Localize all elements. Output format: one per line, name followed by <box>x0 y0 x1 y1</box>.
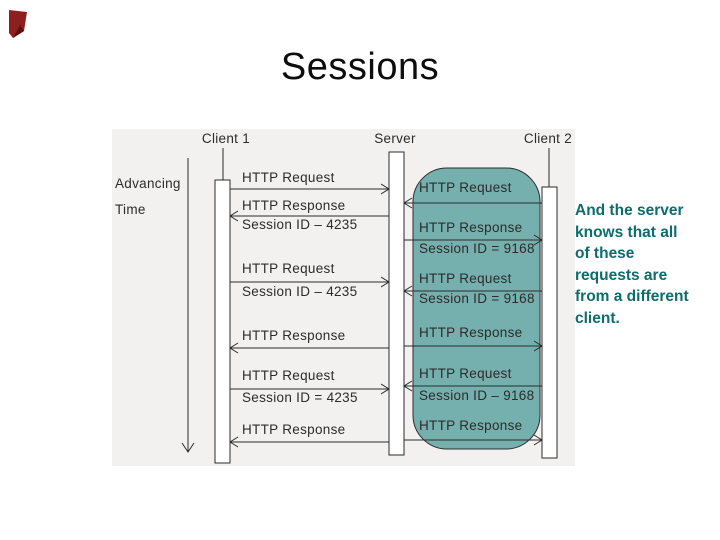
message-sublabel: Session ID – 4235 <box>242 284 358 299</box>
message-sublabel: Session ID = 4235 <box>242 390 358 405</box>
message-label: HTTP Request <box>419 366 512 381</box>
lifeline-label-client2: Client 2 <box>523 131 573 146</box>
corner-accent-fold <box>13 25 24 38</box>
message-sublabel: Session ID – 9168 <box>419 388 535 403</box>
corner-accent-shape <box>9 10 27 38</box>
message-label: HTTP Request <box>419 271 512 286</box>
message-label: HTTP Request <box>242 368 335 383</box>
lifeline-label-client1: Client 1 <box>201 131 251 146</box>
message-sublabel: Session ID = 9168 <box>419 291 535 306</box>
message-label: HTTP Response <box>419 220 523 235</box>
message-label: HTTP Response <box>419 325 523 340</box>
message-label: HTTP Request <box>419 180 512 195</box>
advancing-time-label-line1: Advancing <box>115 176 181 191</box>
corner-accent-icon <box>9 10 27 38</box>
message-sublabel: Session ID = 9168 <box>419 241 535 256</box>
lifeline-label-server: Server <box>374 131 416 146</box>
advancing-time-label-line2: Time <box>115 202 146 217</box>
message-label: HTTP Response <box>242 328 346 343</box>
message-label: HTTP Request <box>242 170 335 185</box>
message-label: HTTP Request <box>242 261 335 276</box>
message-label: HTTP Response <box>242 198 346 213</box>
message-sublabel: Session ID – 4235 <box>242 217 358 232</box>
page-title: Sessions <box>280 46 440 88</box>
message-label: HTTP Response <box>242 422 346 437</box>
annotation-note: And the server knows that all of these r… <box>575 202 689 327</box>
message-label: HTTP Response <box>419 418 523 433</box>
